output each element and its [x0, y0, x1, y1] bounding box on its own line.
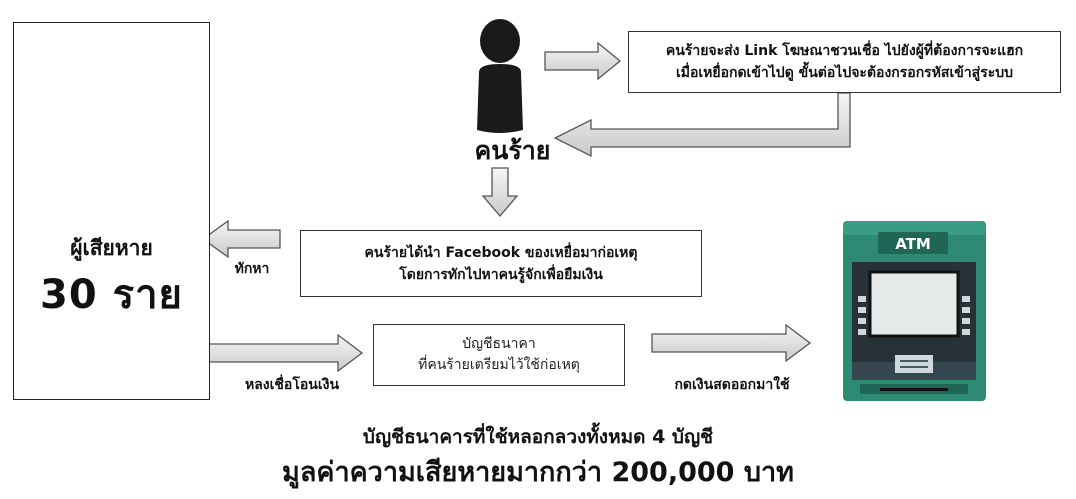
arrow-label-message: ทักหา [234, 261, 270, 277]
arrow-back-to-criminal [553, 92, 851, 158]
atm-sign-text: ATM [895, 235, 931, 253]
bank-account-line1: บัญชีธนาคา [462, 336, 536, 352]
link-message-box: คนร้ายจะส่ง Link โฆษณาชวนเชื่อ ไปยังผู้ท… [628, 31, 1061, 93]
footer-accounts-text: บัญชีธนาคารที่ใช้หลอกลวงทั้งหมด 4 บัญชี [362, 426, 714, 448]
arrow-label-transfer: หลงเชื่อโอนเงิน [244, 377, 340, 393]
bank-account-line2: ที่คนร้ายเตรียมไว้ใช้ก่อเหตุ [418, 357, 580, 373]
facebook-box: คนร้ายได้นำ Facebook ของเหยื่อมาก่อเหตุ … [300, 230, 702, 297]
criminal-figure-icon [477, 19, 523, 133]
victims-panel [13, 22, 210, 400]
arrow-label-withdraw: กดเงินสดออกมาใช้ [674, 377, 790, 393]
arrow-down-to-facebook [481, 167, 519, 218]
arrow-transfer-to-bank [202, 333, 364, 373]
link-message-line2: เมื่อเหยื่อกดเข้าไปดู ขั้นต่อไปจะต้องกรอ… [675, 65, 1014, 81]
arrow-to-link-box [544, 41, 622, 81]
footer-damage-text: มูลค่าความเสียหายมากกว่า 200,000 บาท [282, 457, 794, 488]
bank-account-box: บัญชีธนาคา ที่คนร้ายเตรียมไว้ใช้ก่อเหตุ [373, 324, 625, 386]
criminal-label: คนร้าย [474, 136, 551, 165]
victims-label: ผู้เสียหาย [70, 236, 153, 260]
facebook-line2: โดยการทักไปหาคนรู้จักเพื่อยืมเงิน [399, 266, 603, 283]
arrow-message-victims [201, 219, 281, 259]
atm-machine-icon: ATM [843, 221, 986, 401]
facebook-line1: คนร้ายได้นำ Facebook ของเหยื่อมาก่อเหตุ [364, 244, 638, 261]
victims-count: 30 ราย [40, 272, 183, 318]
arrow-withdraw-to-atm [651, 323, 812, 363]
link-message-line1: คนร้ายจะส่ง Link โฆษณาชวนเชื่อ ไปยังผู้ท… [665, 43, 1024, 59]
